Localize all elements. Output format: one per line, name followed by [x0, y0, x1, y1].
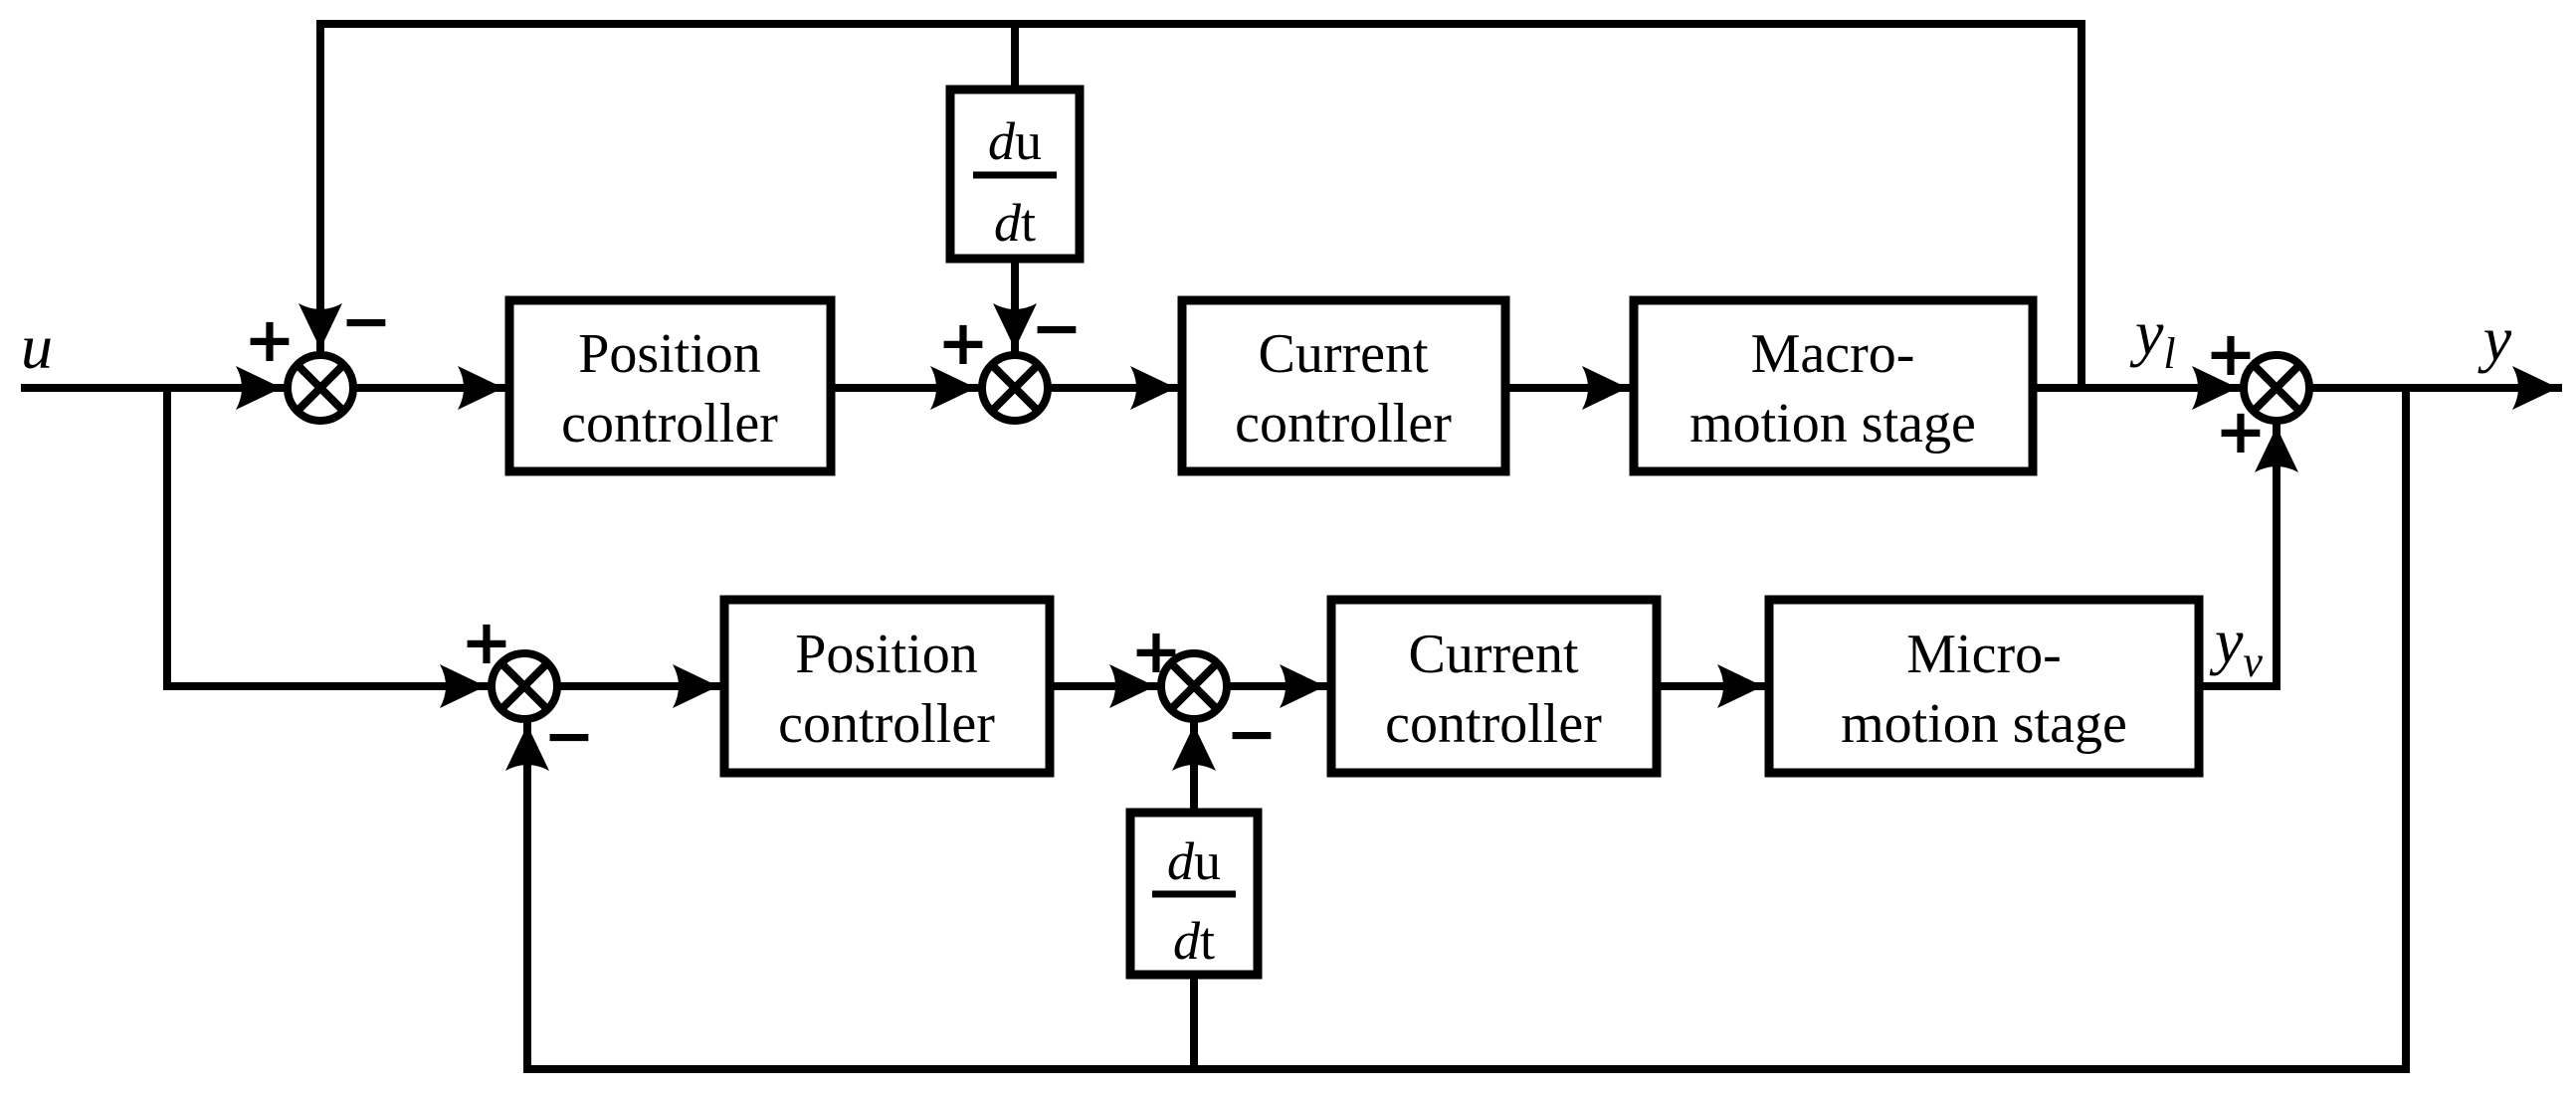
macro-position-summing-junction: [284, 351, 357, 425]
output-signal-label: y: [2477, 303, 2512, 374]
plus-sign: +: [461, 606, 512, 678]
plus-sign: +: [1130, 615, 1182, 687]
block-macro-motion-stage: Macro- motion stage: [1629, 295, 2038, 476]
block-derivative-micro: du dt: [1125, 808, 1263, 980]
block-current-controller-macro: Current controller: [1177, 295, 1510, 476]
plus-sign: +: [244, 303, 296, 376]
plus-sign: +: [2215, 395, 2267, 467]
block-label: controller: [1235, 393, 1452, 455]
macro-output-signal-label: yl: [2129, 297, 2176, 378]
micro-output-to-sum-arrow: [2199, 423, 2298, 690]
block-label: Macro-: [1751, 323, 1915, 385]
minus-sign: −: [543, 699, 595, 772]
block-label: Position: [795, 624, 978, 685]
block-label: controller: [561, 393, 778, 455]
block-derivative-macro: du dt: [945, 85, 1085, 264]
derivative-numerator: du: [988, 111, 1042, 171]
blocks: Position controller du dt Current contro…: [504, 85, 2204, 980]
output-feedback-loop: [505, 384, 2410, 1073]
plus-sign: +: [2205, 317, 2257, 390]
micro-position-summing-junction: [488, 649, 561, 723]
block-label: Current: [1258, 323, 1429, 385]
junction-signs: + − + − + + + − + −: [244, 284, 2267, 772]
block-label: motion stage: [1841, 693, 2127, 755]
block-position-controller-micro: Position controller: [719, 595, 1055, 778]
macro-current-summing-junction: [978, 351, 1052, 425]
block-position-controller-macro: Position controller: [504, 295, 836, 476]
minus-sign: −: [1031, 291, 1083, 364]
input-branch-micro: [163, 384, 490, 708]
micro-output-signal-label: yv: [2209, 606, 2263, 686]
block-label: Micro-: [1906, 624, 2062, 685]
derivative-denominator: dt: [1173, 911, 1215, 971]
block-label: Position: [578, 323, 761, 385]
block-label: motion stage: [1689, 393, 1976, 455]
block-micro-motion-stage: Micro- motion stage: [1764, 595, 2204, 778]
input-signal-label: u: [21, 311, 53, 382]
block-label: controller: [778, 693, 995, 755]
block-label: Current: [1408, 624, 1579, 685]
derivative-denominator: dt: [994, 193, 1036, 253]
micro-current-summing-junction: [1157, 649, 1231, 723]
signal-lines: [21, 20, 2562, 1073]
block-current-controller-micro: Current controller: [1326, 595, 1662, 778]
macro-feedback-line: [316, 20, 2085, 390]
plus-sign: +: [937, 306, 989, 379]
block-label: controller: [1385, 693, 1602, 755]
derivative-numerator: du: [1167, 831, 1221, 891]
minus-sign: −: [340, 284, 392, 357]
signal-labels: u y yl yv: [21, 297, 2512, 686]
minus-sign: −: [1226, 697, 1278, 770]
summing-junctions: [284, 351, 2313, 723]
output-summing-junction: [2240, 351, 2313, 425]
